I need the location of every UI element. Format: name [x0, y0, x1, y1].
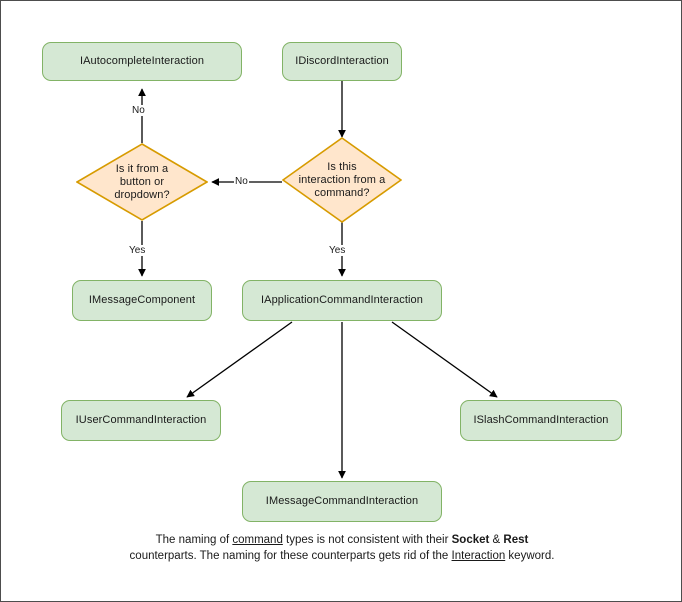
caption-bold-rest: Rest [503, 534, 529, 546]
caption-underline-command: command [232, 534, 283, 546]
caption-line1-part2: types is not consistent with their [282, 534, 449, 546]
diamond-shape [76, 143, 208, 221]
node-label: Is this interaction from a command? [298, 160, 386, 199]
node-label: IAutocompleteInteraction [79, 55, 205, 67]
node-label: ISlashCommandInteraction [473, 414, 609, 426]
node-decision-from-command[interactable]: Is this interaction from a command? [282, 137, 402, 223]
node-autocomplete-interaction[interactable]: IAutocompleteInteraction [42, 42, 242, 81]
caption-line3-part2: keyword. [505, 550, 555, 562]
edge-label-no-decision: No [234, 176, 249, 187]
node-label: IApplicationCommandInteraction [261, 294, 423, 306]
diagram-caption: The naming of command types is not consi… [122, 532, 562, 564]
edge-label-yes-application-command: Yes [328, 245, 347, 256]
caption-amp: & [489, 534, 504, 546]
node-discord-interaction[interactable]: IDiscordInteraction [282, 42, 402, 81]
node-user-command-interaction[interactable]: IUserCommandInteraction [61, 400, 221, 441]
edge-label-yes-message-component: Yes [128, 245, 147, 256]
node-slash-command-interaction[interactable]: ISlashCommandInteraction [460, 400, 622, 441]
node-label: Is it from a button or dropdown? [114, 162, 170, 201]
caption-line1-part1: The naming of [155, 534, 233, 546]
caption-line2-rest: counterparts. The naming for these [129, 550, 309, 562]
edge-application-command-to-slash-command [391, 321, 498, 398]
node-label: IMessageCommandInteraction [265, 495, 419, 507]
node-decision-button-or-dropdown[interactable]: Is it from a button or dropdown? [76, 143, 208, 221]
node-message-command-interaction[interactable]: IMessageCommandInteraction [242, 481, 442, 522]
node-message-component[interactable]: IMessageComponent [72, 280, 212, 321]
diamond-shape [282, 137, 402, 223]
edge-label-no-autocomplete: No [131, 105, 146, 116]
node-label: IMessageComponent [88, 294, 196, 306]
edge-application-command-to-user-command [186, 321, 293, 398]
node-label: IDiscordInteraction [295, 55, 389, 67]
node-label: IUserCommandInteraction [75, 414, 207, 426]
caption-underline-interaction: Interaction [451, 550, 506, 562]
caption-line3-part1: counterparts gets rid of the [311, 550, 452, 562]
caption-bold-socket: Socket [451, 534, 490, 546]
node-application-command-interaction[interactable]: IApplicationCommandInteraction [242, 280, 442, 321]
